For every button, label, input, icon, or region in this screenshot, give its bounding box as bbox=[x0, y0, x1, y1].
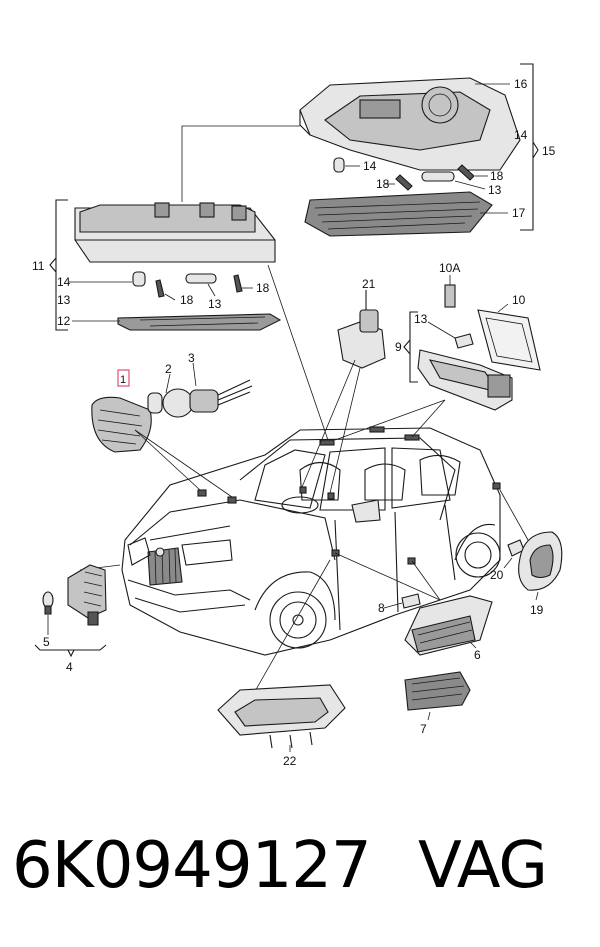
bulb-5 bbox=[42, 591, 54, 615]
lamp-6 bbox=[404, 595, 493, 656]
callout-2: 2 bbox=[165, 362, 172, 376]
small-parts-11 bbox=[132, 271, 243, 298]
festoon-bulb-13-top bbox=[421, 171, 455, 182]
callout-15: 15 bbox=[542, 144, 556, 158]
callout-16: 16 bbox=[514, 77, 528, 91]
bulb-14-top bbox=[333, 157, 345, 173]
insert-10a bbox=[444, 284, 456, 308]
leaders-9-10 bbox=[403, 275, 509, 383]
highlight-box-1 bbox=[117, 369, 130, 387]
lens-diffuser-17 bbox=[304, 191, 493, 237]
leaders-4-5 bbox=[34, 615, 107, 658]
bracket-21 bbox=[337, 290, 386, 369]
callout-14-console: 14 bbox=[363, 159, 377, 173]
lamp-22 bbox=[217, 684, 346, 749]
car-leaders bbox=[79, 264, 529, 701]
callout-4: 4 bbox=[66, 660, 73, 674]
leaders-top-right bbox=[345, 63, 539, 231]
callout-14-left: 14 bbox=[57, 275, 71, 289]
callout-10a: 10A bbox=[439, 261, 460, 275]
callout-18-left-a: 18 bbox=[180, 293, 194, 307]
leaders-8-6-7 bbox=[383, 602, 477, 721]
callout-5: 5 bbox=[43, 635, 50, 649]
brand-label: VAG bbox=[418, 829, 548, 903]
callout-10: 10 bbox=[512, 293, 526, 307]
interior-light-housing bbox=[74, 202, 276, 263]
lamp-7 bbox=[404, 671, 471, 711]
callout-1: 1 bbox=[120, 374, 126, 386]
callout-14-right: 14 bbox=[514, 128, 528, 142]
bulb-8 bbox=[401, 593, 421, 609]
callout-9: 9 bbox=[395, 340, 402, 354]
callout-20: 20 bbox=[490, 568, 504, 582]
callout-18-console-left: 18 bbox=[376, 177, 390, 191]
callout-3: 3 bbox=[188, 351, 195, 365]
callout-6: 6 bbox=[474, 648, 481, 662]
lens-12 bbox=[117, 313, 282, 331]
leaders-top-left bbox=[49, 199, 253, 331]
lamp-housing-9 bbox=[417, 349, 513, 411]
lamp-4 bbox=[67, 564, 107, 626]
callout-13-right: 13 bbox=[414, 312, 428, 326]
callout-21: 21 bbox=[362, 277, 376, 291]
overhead-light-assembly bbox=[299, 77, 521, 171]
bulb-holder-3 bbox=[162, 379, 253, 418]
callout-18-console-right: 18 bbox=[490, 169, 504, 183]
bulb-2 bbox=[147, 392, 163, 414]
part-number-label: 6K0949127 bbox=[12, 829, 372, 903]
callout-22: 22 bbox=[283, 754, 297, 768]
lamp-19 bbox=[518, 531, 563, 591]
callout-11: 11 bbox=[32, 259, 45, 273]
screw-18-top bbox=[395, 164, 475, 191]
callout-17: 17 bbox=[512, 206, 526, 220]
callout-13-left: 13 bbox=[57, 293, 71, 307]
callout-13-console: 13 bbox=[488, 183, 502, 197]
callout-19: 19 bbox=[530, 603, 544, 617]
callout-18-left-b: 18 bbox=[256, 281, 270, 295]
callout-8: 8 bbox=[378, 601, 385, 615]
callout-13-left-mid: 13 bbox=[208, 297, 222, 311]
callout-7: 7 bbox=[420, 722, 427, 736]
callout-12: 12 bbox=[57, 314, 71, 328]
bulb-13-right bbox=[454, 333, 474, 349]
side-marker-lamp-1 bbox=[91, 396, 152, 453]
car-illustration bbox=[121, 426, 501, 656]
lens-10 bbox=[477, 309, 541, 371]
footer: 6K0949127 VAG bbox=[0, 820, 600, 930]
parts-diagram: 16 14 15 14 18 18 13 17 11 14 18 18 13 1… bbox=[32, 63, 563, 768]
